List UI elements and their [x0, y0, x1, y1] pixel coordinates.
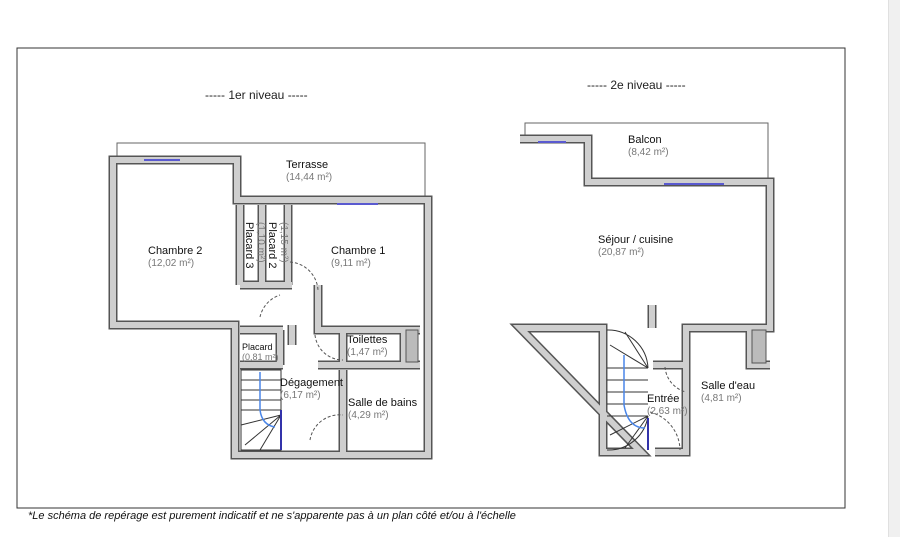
scrollbar[interactable]: [888, 0, 900, 537]
room-placard: Placard(0,81 m²): [242, 342, 279, 362]
balcony-outline: [524, 122, 769, 180]
room-entree: Entrée(2,63 m²): [647, 393, 688, 417]
svg-text:(4,81 m²): (4,81 m²): [701, 393, 742, 404]
svg-text:Salle d'eau: Salle d'eau: [701, 380, 755, 392]
svg-text:Chambre 2: Chambre 2: [148, 245, 202, 257]
svg-text:(1,47 m²): (1,47 m²): [347, 347, 388, 358]
doors: [649, 366, 687, 451]
room-placard-3: Placard 3(1,10 m²): [243, 222, 266, 268]
level-2-title: ----- 2e niveau -----: [587, 78, 686, 92]
svg-text:Toilettes: Toilettes: [347, 334, 388, 346]
room-chambre-2: Chambre 2(12,02 m²): [148, 245, 202, 269]
level-2-walls: [509, 134, 775, 457]
staircase-1: [240, 369, 282, 451]
svg-text:(14,44 m²): (14,44 m²): [286, 172, 332, 183]
shower-tray: [405, 329, 419, 363]
svg-text:Terrasse: Terrasse: [286, 159, 328, 171]
level-1-title: ----- 1er niveau -----: [205, 88, 308, 102]
svg-text:(2,63 m²): (2,63 m²): [647, 406, 688, 417]
svg-text:(1,15 m²): (1,15 m²): [278, 222, 289, 263]
room-toilettes: Toilettes(1,47 m²): [347, 334, 388, 358]
room-balcon: Balcon(8,42 m²): [628, 134, 669, 158]
svg-text:(6,17 m²): (6,17 m²): [280, 390, 321, 401]
shower-tray: [751, 329, 767, 364]
svg-text:Séjour / cuisine: Séjour / cuisine: [598, 234, 673, 246]
plan-frame: [16, 47, 846, 509]
svg-text:(20,87 m²): (20,87 m²): [598, 247, 644, 258]
svg-text:Chambre 1: Chambre 1: [331, 245, 385, 257]
svg-text:Dégagement: Dégagement: [280, 377, 343, 389]
svg-text:Salle de bains: Salle de bains: [348, 397, 418, 409]
room-salle-deau: Salle d'eau(4,81 m²): [701, 380, 755, 404]
level-1-plan: ----- 1er niveau ----- Terrasse(14,44 m²…: [108, 88, 433, 460]
svg-text:(12,02 m²): (12,02 m²): [148, 258, 194, 269]
svg-text:(0,81 m²): (0,81 m²): [242, 352, 279, 362]
svg-text:Placard: Placard: [242, 342, 273, 352]
room-placard-2: Placard 2(1,15 m²): [266, 222, 289, 268]
svg-text:Placard 3: Placard 3: [243, 222, 255, 268]
svg-text:(9,11 m²): (9,11 m²): [331, 258, 371, 269]
level-2-plan: ----- 2e niveau ----- Balcon(8,42 m²) Sé…: [509, 78, 775, 457]
room-degagement: Dégagement(6,17 m²): [280, 377, 343, 401]
doors: [259, 261, 344, 441]
svg-text:Placard 2: Placard 2: [266, 222, 278, 268]
terrace-outline: [116, 142, 426, 200]
room-chambre-1: Chambre 1(9,11 m²): [331, 245, 385, 269]
room-salle-de-bains: Salle de bains(4,29 m²): [348, 397, 418, 421]
svg-text:(8,42 m²): (8,42 m²): [628, 147, 669, 158]
svg-text:Entrée: Entrée: [647, 393, 679, 405]
disclaimer-footnote: *Le schéma de repérage est purement indi…: [28, 510, 516, 522]
level-1-walls: [108, 155, 433, 460]
room-sejour-cuisine: Séjour / cuisine(20,87 m²): [598, 234, 673, 258]
room-terrasse: Terrasse(14,44 m²): [286, 159, 332, 183]
svg-text:Balcon: Balcon: [628, 134, 662, 146]
svg-text:(4,29 m²): (4,29 m²): [348, 410, 389, 421]
staircase-2: [606, 329, 649, 451]
svg-text:(1,10 m²): (1,10 m²): [255, 222, 266, 263]
